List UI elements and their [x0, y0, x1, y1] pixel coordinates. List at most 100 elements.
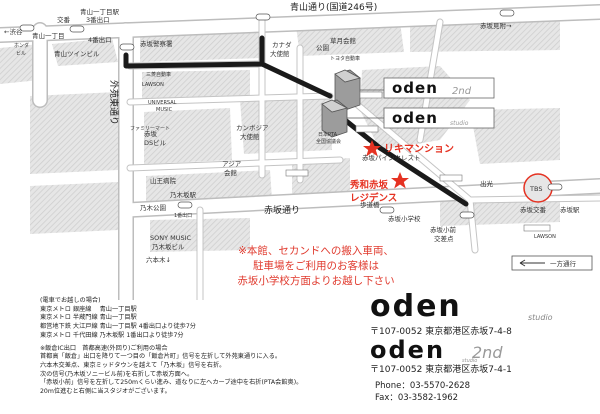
label-mitsubishi: 三菱自動車: [146, 71, 171, 78]
label-pta-1: 日本PTA: [318, 131, 338, 138]
car-title: ※飯倉IC出口 首都高速(外回り)ご利用の場合: [40, 344, 168, 352]
label-akasaka-mitsuke: 赤坂見附→: [480, 21, 512, 30]
label-koban: 交番: [57, 15, 71, 24]
oden-studio-logo: oden studio: [370, 290, 553, 324]
label-toyota: トヨタ自動車: [330, 55, 360, 62]
label-honda: ホンダ: [14, 42, 29, 49]
label-tbs: TBS: [529, 185, 542, 193]
label-sanno: 山王病院: [150, 176, 177, 185]
riki-mansion-star: [363, 140, 381, 157]
label-family-1: ファミリーマート: [130, 126, 170, 132]
label-cambodia-1: カンボジア: [236, 124, 269, 132]
oden-2nd-logo: oden 2nd studio: [370, 336, 503, 364]
train-line: 都営地下鉄 大江戸線 青山一丁目駅 4番出口より徒歩7分: [40, 323, 196, 331]
label-akasaka-koban: 赤坂交番: [520, 205, 547, 214]
notice-line2: 駐車場をご利用のお客様は: [253, 260, 379, 272]
label-kusaba: 草月会館: [330, 36, 357, 45]
label-akasaka-elementary: 赤坂小学校: [388, 214, 421, 223]
notice-line3: 赤坂小学校方面よりお越し下さい: [237, 275, 395, 287]
label-akasaka-st: 赤坂駅: [560, 205, 580, 214]
map-labels: ←渋谷 ホンダ ビル 交番 青山一丁目駅 3番出口 青山一丁目 4番出口 青山ツ…: [4, 1, 580, 264]
label-aoyama-exit-2: 3番出口: [86, 15, 110, 24]
train-lines: 東京メトロ 銀座線 青山一丁目駅 東京メトロ 半蔵門線 青山一丁目駅 都営地下鉄…: [40, 306, 360, 341]
label-hokodori: 歩道橋: [360, 200, 380, 209]
label-universal-2: MUSIC: [156, 107, 173, 113]
car-line: 「赤坂小前」信号を左折して250mくらい進み、道なりに左へカーブ途中を右折(PT…: [40, 379, 303, 387]
label-aoyama-exit-1: 青山一丁目駅: [80, 7, 120, 16]
label-aoyama-cross: 青山一丁目: [32, 31, 65, 40]
label-shuwa-2: レジデンス: [350, 192, 397, 204]
contact-info: Phone：03-5570-2628 Fax：03-3582-1962: [375, 380, 470, 404]
svg-text:2nd: 2nd: [472, 343, 503, 362]
label-nogizaka-park: 乃木公園: [140, 203, 166, 212]
address-2nd: 〒107-0052 東京都港区赤坂7-4-1: [370, 365, 512, 375]
label-nogizaka-st-1: 乃木坂駅: [170, 190, 197, 199]
train-line: 東京メトロ 銀座線 青山一丁目駅: [40, 305, 137, 313]
notice-line1: ※本館、セカンドへの搬入車両、: [238, 245, 394, 257]
oden-studio-building: [321, 99, 349, 138]
label-asia-2: 会館: [224, 168, 238, 177]
label-demise: 出光: [480, 179, 494, 188]
one-way-legend: 一方通行: [511, 255, 593, 271]
svg-text:oden: oden: [370, 336, 445, 364]
train-line: 東京メトロ 千代田線 乃木坂駅 1番出口より徒歩7分: [40, 331, 184, 339]
label-shibuya: ←渋谷: [4, 27, 23, 36]
store-boxes: [285, 91, 551, 232]
svg-text:oden: oden: [392, 109, 438, 127]
label-akasaka-police: 赤坂警察署: [140, 39, 173, 48]
label-akasaka-ds-1: 赤坂: [144, 129, 158, 138]
svg-text:oden: oden: [392, 79, 438, 97]
svg-text:一方通行: 一方通行: [550, 259, 577, 268]
car-line: 次の信号(乃木坂ソニービル前)を右折して赤坂方面へ。: [40, 370, 194, 378]
label-pta-2: 全国協議会: [316, 138, 341, 145]
svg-text:studio: studio: [450, 120, 469, 127]
svg-text:2nd: 2nd: [452, 86, 472, 97]
label-akasaka-dori: 赤坂通り: [264, 205, 300, 216]
label-lawson-1: LAWSON: [142, 82, 164, 88]
station-markers: [19, 9, 563, 219]
label-gaien: 外苑東通り: [108, 80, 120, 125]
shuwa-residence-star: [391, 172, 409, 189]
svg-text:studio: studio: [528, 313, 553, 322]
label-asia-1: アジア: [222, 160, 242, 168]
label-lawson-2: LAWSON: [534, 234, 556, 240]
map-logo-studio: oden studio: [383, 107, 495, 129]
label-sony-2: 乃木坂ビル: [152, 242, 185, 251]
map-logo-2nd: oden 2nd: [383, 77, 495, 99]
label-park: 公園: [316, 44, 329, 52]
area-map: oden 2nd oden studio: [0, 1, 600, 300]
label-elem-cross-2: 交差点: [434, 234, 454, 243]
label-roppongi: 六本木↓: [146, 255, 171, 264]
car-line: 20m位進むと右側に当スタジオがございます。: [40, 388, 171, 396]
label-cambodia-2: 大使館: [240, 132, 260, 141]
train-line: 東京メトロ 半蔵門線 青山一丁目駅: [40, 314, 137, 322]
car-line: 首都高「飯倉」出口を降りて一つ目の「飯倉片町」信号を左折して外苑東通りに入る。: [40, 353, 282, 361]
train-title: (電車でお越しの場合): [40, 297, 101, 304]
label-universal-1: UNIVERSAL: [148, 100, 177, 106]
label-akasaka-ds-2: DSビル: [144, 138, 167, 147]
fax-number: Fax：03-3582-1962: [375, 393, 459, 403]
label-elem-cross-1: 赤坂小前: [430, 225, 457, 234]
label-kanada-2: 大使館: [270, 49, 290, 58]
label-honda-2: ビル: [16, 50, 26, 57]
label-riki: リキマンション: [384, 143, 454, 155]
oden-2nd-building: [334, 69, 362, 111]
svg-text:oden: oden: [370, 290, 462, 324]
label-akasaka-pine: 赤坂パインクレスト: [362, 153, 421, 162]
label-nogizaka-st-2: 1番出口: [174, 212, 192, 219]
parking-notice: ※本館、セカンドへの搬入車両、 駐車場をご利用のお客様は 赤坂小学校方面よりお越…: [226, 244, 406, 289]
roads: [0, 4, 600, 300]
label-sony-1: SONY MUSIC: [150, 234, 192, 242]
label-shuwa-1: 秀和赤坂: [349, 179, 389, 191]
label-exit4: 4番出口: [88, 35, 112, 44]
address-studio: 〒107-0052 東京都港区赤坂7-4-8: [370, 327, 512, 337]
label-kanada-1: カナダ: [272, 40, 292, 49]
label-aoyama-twin: 青山ツインビル: [54, 49, 100, 58]
svg-text:studio: studio: [462, 358, 477, 364]
car-line: 六本木交差点、東京ミッドタウンを越えて「乃木坂」信号を右折。: [40, 361, 226, 369]
phone-number: Phone：03-5570-2628: [375, 381, 471, 391]
access-directions: (電車でお越しの場合) 東京メトロ 銀座線 青山一丁目駅 東京メトロ 半蔵門線 …: [40, 297, 360, 397]
car-lines: 首都高「飯倉」出口を降りて一つ目の「飯倉片町」信号を左折して外苑東通りに入る。 …: [40, 353, 360, 397]
label-aoyama-dori: 青山通り(国道246号): [290, 1, 377, 13]
